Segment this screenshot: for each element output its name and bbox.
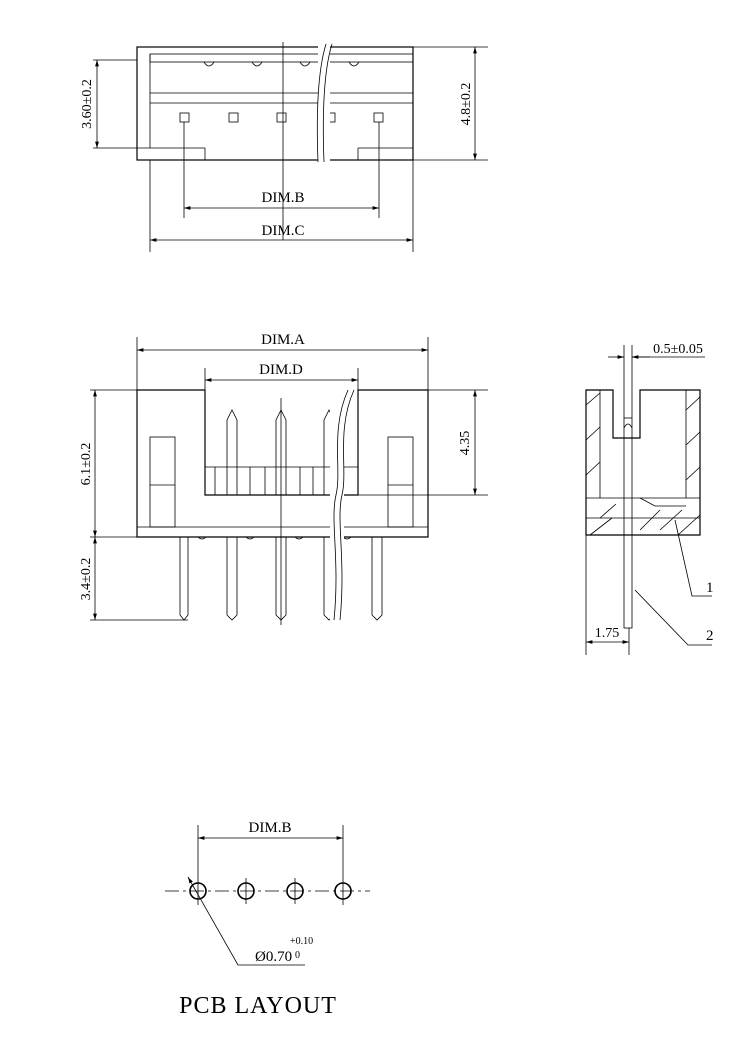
top-view-pin [373, 112, 384, 123]
top-view-body [136, 46, 414, 161]
callout-1-leader [674, 519, 712, 597]
hole-tol-minus: 0 [295, 950, 300, 961]
front-view-body [136, 389, 429, 538]
dim-c-label: DIM.C [262, 223, 305, 239]
hole-tol-plus: +0.10 [290, 936, 313, 947]
dim-right-label: 4.8±0.2 [459, 83, 474, 126]
side-view: 0.5±0.05 1.75 1 2 [585, 342, 714, 655]
pcb-hole [334, 882, 352, 900]
dim-height-label: 6.1±0.2 [79, 443, 94, 486]
dim-b-label: DIM.B [262, 190, 305, 206]
dim-left-label: 3.60±0.2 [80, 79, 95, 129]
top-view: 3.60±0.2 4.8±0.2 DIM.B DIM.C [80, 42, 488, 252]
hole-dia-leader [187, 876, 305, 966]
dim-a-label: DIM.A [261, 332, 305, 348]
pcb-dim-b-label: DIM.B [249, 820, 292, 836]
callout-2: 2 [706, 628, 714, 644]
top-view-pin [276, 112, 287, 123]
front-view: DIM.A DIM.D 6.1±0.2 3.4±0.2 4.35 [79, 332, 488, 625]
pcb-layout: DIM.B Ø0.70 +0.10 0 PCB LAYOUT [165, 820, 370, 1019]
pcb-layout-title: PCB LAYOUT [179, 993, 337, 1019]
pcb-hole [189, 882, 207, 900]
dim-d-label: DIM.D [259, 362, 303, 378]
top-view-lip [149, 53, 414, 63]
side-view-body [585, 389, 701, 536]
hole-dia-label: Ø0.70 [255, 949, 292, 965]
top-view-pin [179, 112, 190, 123]
front-pin-tip [226, 409, 238, 495]
dim-offset-label: 1.75 [595, 626, 620, 641]
dim-pin-width-label: 0.5±0.05 [653, 342, 703, 357]
callout-2-leader [634, 589, 712, 646]
top-view-pin [228, 112, 239, 123]
callout-1: 1 [706, 580, 714, 596]
dim-inner-label: 4.35 [458, 431, 473, 456]
dim-pin-label: 3.4±0.2 [79, 558, 94, 601]
